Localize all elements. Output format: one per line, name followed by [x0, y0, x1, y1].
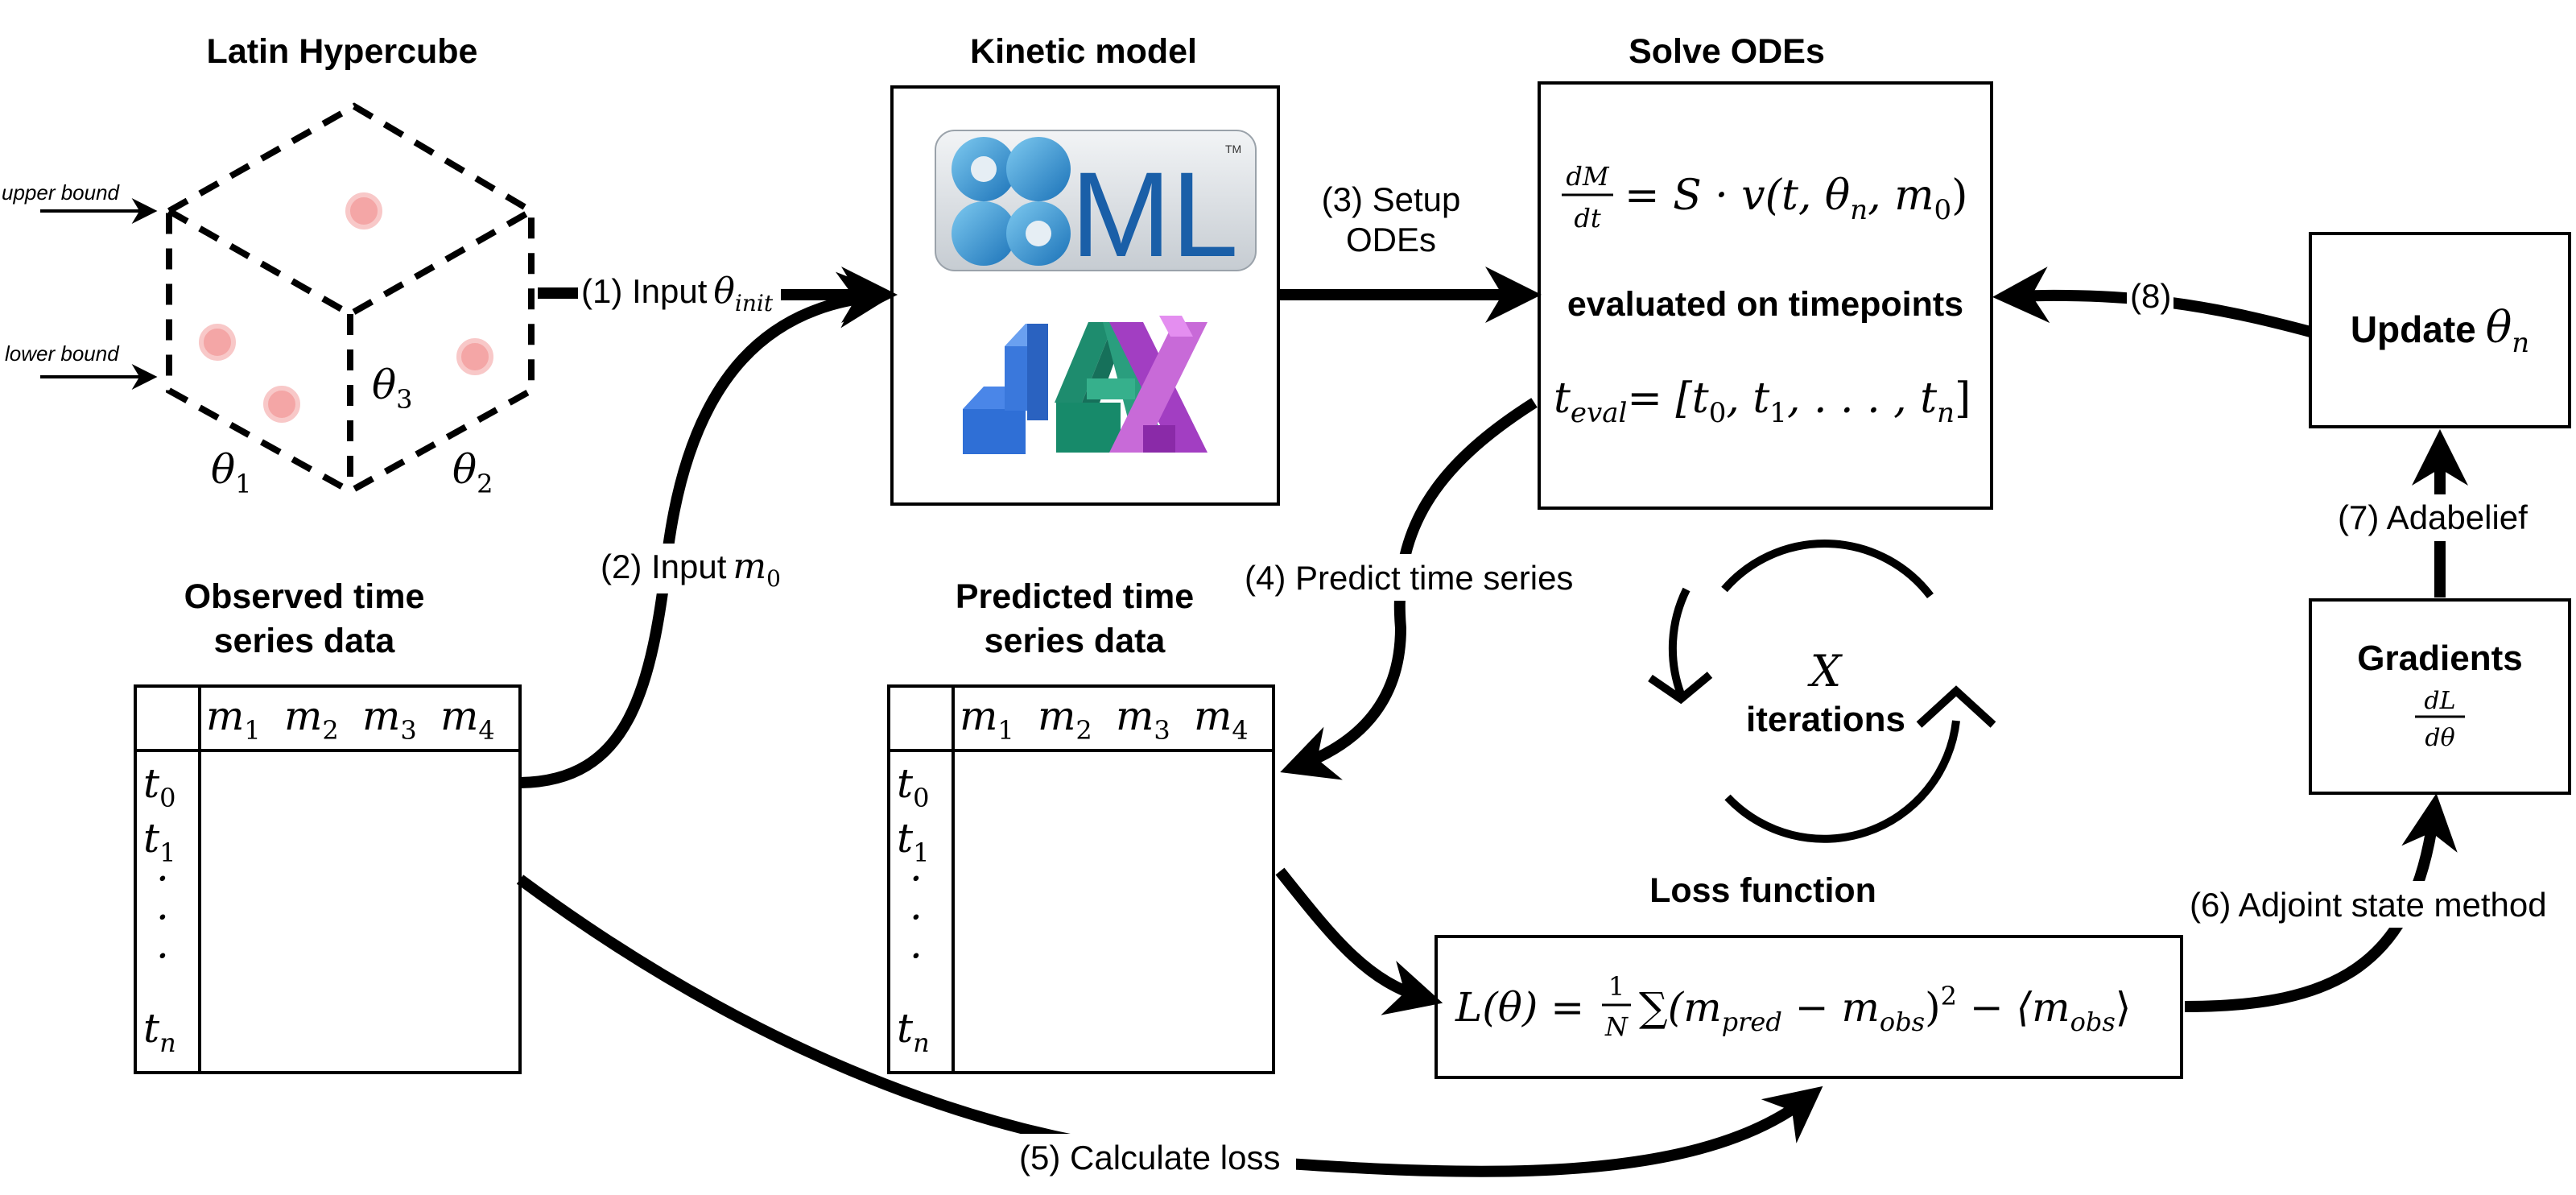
predicted-title-line2: series data [985, 622, 1166, 660]
observed-table [134, 684, 522, 1074]
row-label: · [910, 932, 923, 979]
kinetic-model-title: Kinetic model [970, 32, 1197, 71]
row-label: · [156, 932, 169, 979]
loss-lhs: L(θ) = [1455, 984, 1584, 1031]
theta3-label: θ3 [372, 362, 412, 415]
step-7-label: (7) Adabelief [2338, 498, 2528, 536]
ode-equation: dM dt = S · v(t, θn, m0) [1562, 161, 1967, 234]
lower-bound-label: lower bound [5, 341, 120, 366]
gradients-frac-den: dθ [2425, 724, 2454, 752]
solve-odes-title: Solve ODEs [1629, 32, 1825, 71]
step-3-label-line2: ODEs [1346, 221, 1436, 258]
predicted-table [887, 684, 1275, 1074]
sbml-logo: ML TM [935, 130, 1257, 282]
row-label: t0 [143, 760, 175, 813]
theta1-label: θ1 [211, 446, 251, 499]
loss-rhs: ∑(mpred − mobs)2 − ⟨mobs⟩ [1639, 981, 2131, 1037]
upper-bound-label: upper bound [2, 180, 121, 205]
ode-frac-num: dM [1566, 161, 1609, 192]
column-header: m1 [206, 693, 261, 746]
observed-title-line1: Observed time [184, 577, 425, 616]
loss-frac-num: 1 [1608, 971, 1624, 1002]
loss-equation: L(θ) = 1 N ∑(mpred − mobs)2 − ⟨mobs⟩ [1455, 971, 2131, 1042]
sample-point [456, 338, 493, 375]
row-label: · [156, 855, 169, 902]
row-label: · [156, 894, 169, 941]
iterations-symbol: X [1807, 646, 1843, 697]
sample-point [345, 192, 382, 229]
arrow-6 [2184, 793, 2458, 1012]
update-box [2309, 232, 2571, 428]
column-header: m3 [362, 693, 417, 746]
row-label: t1 [143, 815, 175, 868]
observed-title-line2: series data [214, 622, 396, 660]
arrow-4 [1280, 398, 1538, 780]
sbml-tm-mark: TM [1225, 143, 1241, 155]
loss-function-box [1435, 935, 2183, 1079]
sbml-ml-text: ML [1071, 147, 1238, 282]
loss-frac-den: N [1604, 1011, 1629, 1042]
jax-logo [963, 316, 1208, 454]
step-3-label-line1: (3) Setup [1322, 180, 1461, 218]
ode-rhs: = S · v(t, θn, m0) [1624, 172, 1967, 226]
gradients-frac-num: dL [2424, 687, 2455, 715]
predicted-column-headers: m1 m2 m3 m4 [960, 693, 1249, 746]
predicted-title-line1: Predicted time [956, 577, 1194, 616]
row-label: tn [143, 1005, 176, 1058]
arrow-5b [1275, 867, 1443, 1015]
observed-column-headers: m1 m2 m3 m4 [206, 693, 495, 746]
row-label: t0 [897, 760, 929, 813]
ode-frac-den: dt [1574, 203, 1600, 234]
theta2-label: θ2 [452, 446, 493, 499]
step-8-label: (8) [2130, 277, 2171, 315]
arrow-2 [519, 271, 894, 788]
row-label: · [910, 894, 923, 941]
loss-function-title: Loss function [1649, 871, 1876, 910]
row-label: t1 [897, 815, 929, 868]
column-header: m2 [284, 693, 339, 746]
teval-equation: teval= [t0, t1, . . . , tn] [1554, 374, 1971, 429]
row-label: · [910, 855, 923, 902]
column-header: m4 [1194, 693, 1249, 746]
latin-hypercube-title: Latin Hypercube [207, 32, 478, 71]
column-header: m2 [1038, 693, 1092, 746]
column-header: m1 [960, 693, 1014, 746]
iterations-cycle: X iterations [1648, 540, 1996, 843]
column-header: m3 [1116, 693, 1170, 746]
sample-point [199, 324, 236, 361]
step-5-label: (5) Calculate loss [1019, 1139, 1280, 1176]
iterations-label: iterations [1746, 700, 1905, 739]
gradients-box [2309, 598, 2571, 795]
step-4-label: (4) Predict time series [1245, 559, 1573, 597]
sample-point [263, 386, 300, 423]
column-header: m4 [440, 693, 495, 746]
evaluated-on-timepoints: evaluated on timepoints [1567, 285, 1963, 324]
row-label: tn [897, 1005, 930, 1058]
hypercube: upper bound lower bound θ1 θ2 θ3 [2, 102, 535, 499]
gradients-title: Gradients [2357, 639, 2522, 678]
step-6-label: (6) Adjoint state method [2190, 886, 2547, 924]
